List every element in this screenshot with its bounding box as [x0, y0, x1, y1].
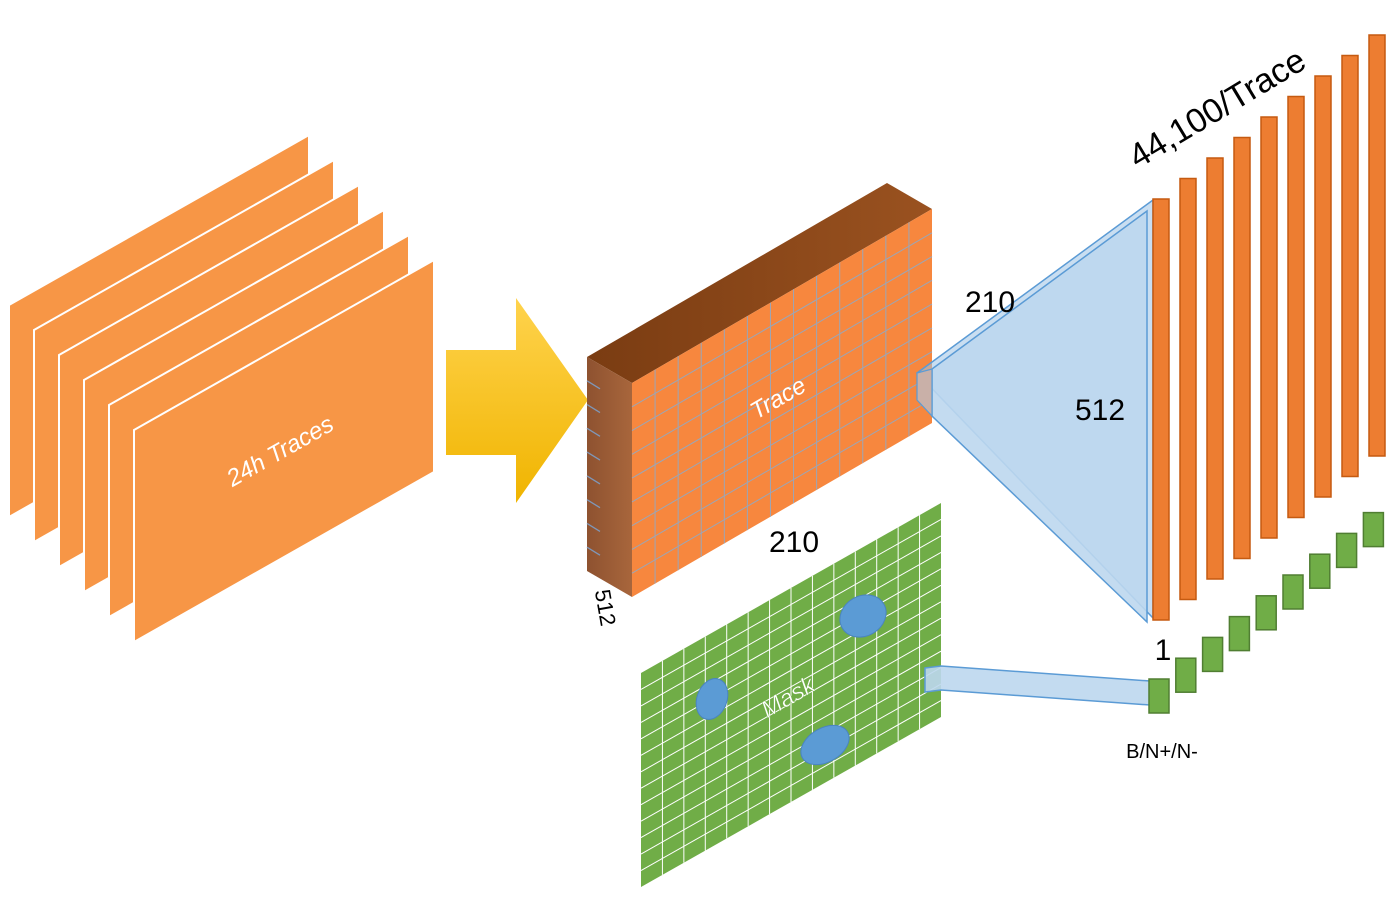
grid-line [631, 398, 933, 574]
mask-projection-beam [924, 665, 1151, 706]
output-bar [1368, 34, 1386, 457]
tick-line [586, 522, 601, 532]
grid-line [640, 617, 942, 789]
trace-width-label: 210 [769, 526, 819, 559]
trace-projection: 210 512 [915, 198, 1154, 624]
grid-line [631, 256, 933, 431]
trace-block-top [587, 183, 932, 383]
grid-line [640, 519, 942, 690]
grid-line [640, 551, 942, 723]
tick-line [586, 404, 601, 414]
output-cells [1148, 511, 1385, 714]
projection-top-label: 210 [965, 286, 1015, 319]
output-cell [1175, 657, 1197, 693]
grid-line [640, 535, 942, 707]
output-bar [1179, 177, 1197, 601]
grid-line [631, 279, 933, 455]
tick-line [586, 427, 601, 437]
grid-line [640, 568, 942, 740]
output-cell [1201, 636, 1224, 673]
grid-line [631, 327, 933, 503]
grid-line [640, 601, 942, 773]
tick-line [586, 380, 601, 390]
tick-line [586, 546, 601, 556]
grid-line [640, 700, 942, 871]
grid-line [631, 351, 933, 527]
trace-block-front [632, 209, 932, 597]
output-bar [1152, 198, 1170, 621]
mask-blob [695, 678, 729, 720]
output-cell [1362, 511, 1385, 548]
trace-sheet-stack: 24h Traces [8, 133, 435, 644]
output-bar [1287, 95, 1305, 519]
trace-block-side [587, 357, 632, 597]
output-class-label: B/N+/N- [1126, 741, 1198, 763]
output-bars-label: 44,100/Trace [1122, 41, 1312, 176]
trace-sheet-front [133, 258, 435, 644]
output-bar [1260, 116, 1278, 539]
grid-line [631, 303, 933, 479]
tick-line [586, 451, 601, 461]
grid-line [640, 683, 942, 855]
grid-line [631, 232, 933, 408]
output-cell [1335, 532, 1358, 569]
grid-line [640, 667, 942, 839]
tick-line [586, 475, 601, 485]
grid-line [640, 650, 942, 822]
output-size-label: 1 [1155, 634, 1172, 667]
trace-grid [631, 222, 933, 584]
mask-blob [839, 594, 887, 638]
output-cell [1309, 553, 1331, 589]
tick-line [586, 499, 601, 509]
output-cell [1148, 678, 1170, 714]
output-bars [1152, 34, 1386, 621]
output-bar [1206, 157, 1224, 580]
trace-block: Trace 210 512 [586, 183, 933, 628]
output-bar [1341, 54, 1359, 478]
trace-block-side-ticks [586, 380, 601, 556]
mask-grid [640, 515, 942, 875]
output-bar [1233, 136, 1251, 560]
output-cell [1228, 615, 1251, 652]
mask-blob [800, 724, 850, 766]
grid-line [631, 375, 933, 550]
mask-plane: Mask [640, 503, 1151, 887]
grid-line [640, 634, 942, 806]
right-arrow-icon [446, 298, 588, 503]
output-cell [1282, 574, 1304, 610]
projection-wedge-edge [916, 368, 933, 418]
output-bar [1314, 75, 1332, 498]
grid-line [640, 584, 942, 756]
output-cell [1255, 595, 1277, 631]
projection-middle-label: 512 [1075, 394, 1125, 427]
trace-depth-label: 512 [590, 587, 621, 628]
